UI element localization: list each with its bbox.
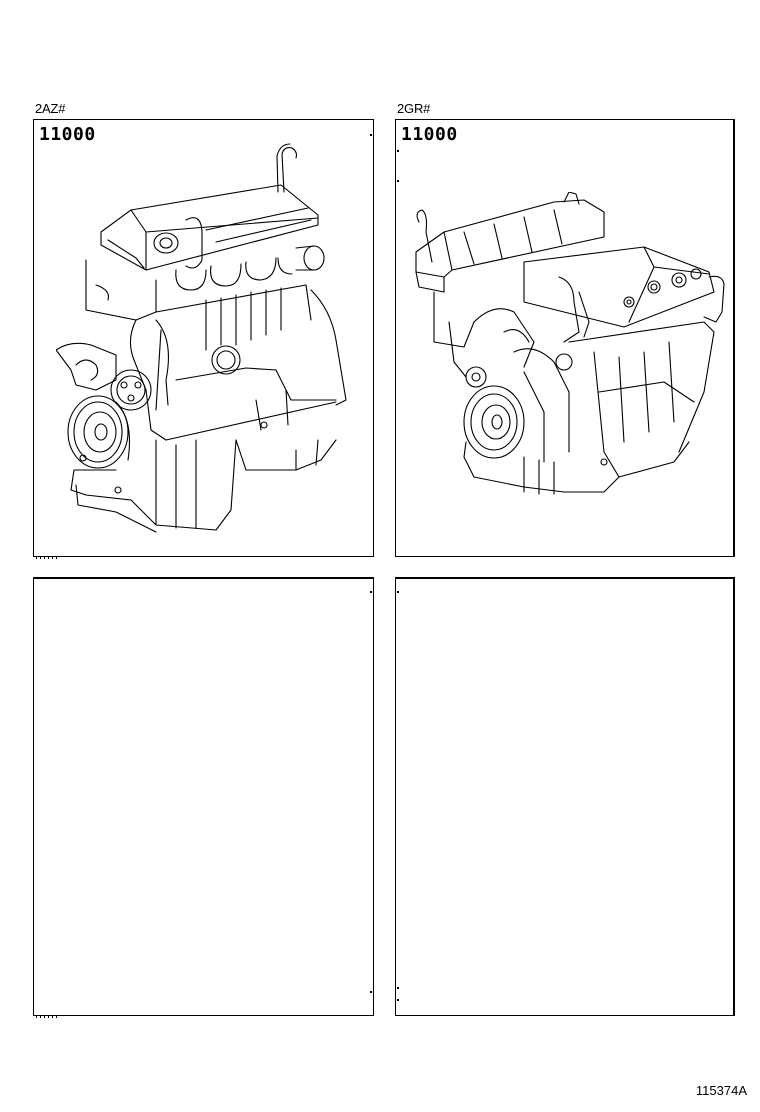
frame-dots — [36, 1016, 58, 1018]
frame-tick — [397, 591, 399, 593]
frame-dots — [36, 557, 58, 559]
frame-tick — [370, 134, 372, 136]
v6-engine-illustration — [404, 191, 729, 502]
frame-tick — [397, 150, 399, 152]
engine-code-label-2gr: 2GR# — [397, 101, 431, 116]
frame-tick — [397, 999, 399, 1001]
panel-empty-right — [395, 577, 735, 1016]
panel-2gr-engine[interactable]: 11000 — [395, 119, 735, 557]
panel-empty-left — [33, 577, 374, 1018]
frame-tick — [397, 180, 399, 182]
panel-2az-engine[interactable]: 11000 — [33, 119, 374, 559]
illustration-id: 115374A — [695, 1083, 747, 1098]
inline-4-engine-illustration — [55, 140, 356, 540]
part-number[interactable]: 11000 — [401, 124, 458, 145]
engine-code-label-2az: 2AZ# — [35, 101, 66, 116]
part-number[interactable]: 11000 — [39, 124, 96, 145]
frame-tick — [370, 591, 372, 593]
frame-tick — [370, 991, 372, 993]
frame-tick — [397, 987, 399, 989]
